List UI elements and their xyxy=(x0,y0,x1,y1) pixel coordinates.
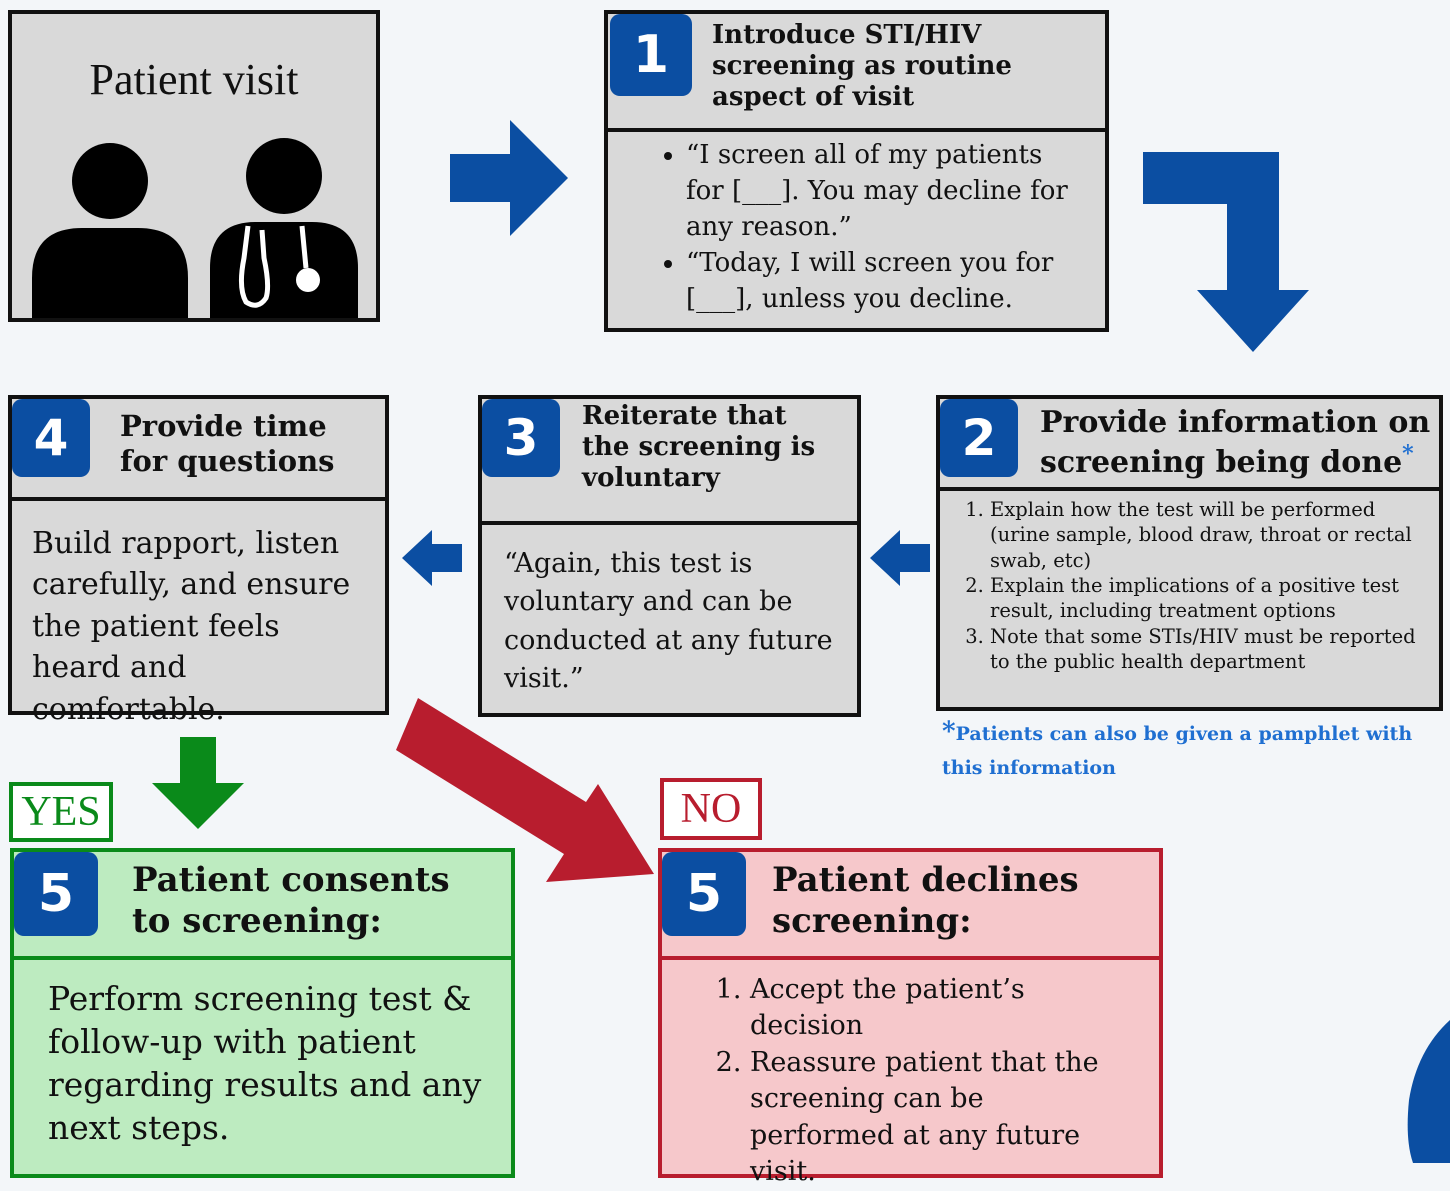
patient-visit-box: Patient visit xyxy=(8,10,380,322)
patient-visit-title: Patient visit xyxy=(89,55,299,104)
step1-header: 1 Introduce STI/HIV screening as routine… xyxy=(608,14,1105,132)
step1-bullet: “Today, I will screen you for [___], unl… xyxy=(686,246,1085,318)
yes-title: Patient consents to screening: xyxy=(132,860,450,941)
no-item: Reassure patient that the screening can … xyxy=(750,1045,1129,1191)
no-body: Accept the patient’s decision Reassure p… xyxy=(662,960,1159,1187)
step1-bullet: “I screen all of my patients for [___]. … xyxy=(686,138,1085,246)
yes-box: 5 Patient consents to screening: Perform… xyxy=(10,848,515,1178)
step2-title-text: Provide information on screening being d… xyxy=(1040,405,1431,480)
yes-header: 5 Patient consents to screening: xyxy=(14,852,511,960)
step3-badge: 3 xyxy=(482,399,560,477)
step4-badge: 4 xyxy=(12,399,90,477)
step3-title: Reiterate that the screening is voluntar… xyxy=(582,401,816,494)
corner-decoration xyxy=(1407,1020,1450,1163)
patient-doctor-icon xyxy=(32,138,358,318)
step4-body: Build rapport, listen carefully, and ens… xyxy=(32,526,351,727)
step2-item: Explain how the test will be performed (… xyxy=(990,497,1431,573)
step1-title: Introduce STI/HIV screening as routine a… xyxy=(712,20,1012,113)
arrow-step3-to-step4 xyxy=(402,530,462,586)
no-badge: 5 xyxy=(662,852,746,936)
step3-body: “Again, this test is voluntary and can b… xyxy=(504,548,833,694)
step1-badge: 1 xyxy=(610,14,692,96)
arrow-step2-to-step3 xyxy=(870,530,930,586)
yes-badge: 5 xyxy=(14,852,98,936)
step2-box: 2 Provide information on screening being… xyxy=(936,395,1443,711)
no-title: Patient declines screening: xyxy=(772,860,1079,941)
arrow-step4-to-yes xyxy=(152,737,244,829)
arrow-step4-to-no xyxy=(396,698,654,882)
stethoscope-icon xyxy=(238,225,320,308)
no-box: 5 Patient declines screening: Accept the… xyxy=(658,848,1163,1187)
step4-box: 4 Provide time for questions Build rappo… xyxy=(8,395,389,727)
step2-header: 2 Provide information on screening being… xyxy=(940,399,1439,491)
footnote-mark: * xyxy=(942,717,956,747)
step3-box: 3 Reiterate that the screening is volunt… xyxy=(478,395,861,717)
step2-item: Note that some STIs/HIV must be reported… xyxy=(990,624,1431,675)
yes-tag: YES xyxy=(9,782,113,842)
step2-body: Explain how the test will be performed (… xyxy=(940,491,1439,707)
step2-asterisk: * xyxy=(1402,441,1414,467)
step2-footnote: *Patients can also be given a pamphlet w… xyxy=(942,717,1442,780)
step2-item: Explain the implications of a positive t… xyxy=(990,573,1431,624)
step2-title: Provide information on screening being d… xyxy=(1040,405,1440,481)
step2-badge: 2 xyxy=(940,399,1018,477)
no-item: Accept the patient’s decision xyxy=(750,972,1129,1045)
step4-header: 4 Provide time for questions xyxy=(12,399,385,501)
footnote-text: Patients can also be given a pamphlet wi… xyxy=(942,723,1413,779)
step3-header: 3 Reiterate that the screening is volunt… xyxy=(482,399,857,525)
arrow-visit-to-step1 xyxy=(450,120,568,236)
no-header: 5 Patient declines screening: xyxy=(662,852,1159,960)
arrow-step1-to-step2 xyxy=(1143,152,1309,352)
yes-body: Perform screening test & follow-up with … xyxy=(48,979,482,1147)
no-tag: NO xyxy=(660,778,762,840)
step1-box: 1 Introduce STI/HIV screening as routine… xyxy=(604,10,1109,332)
step1-body: “I screen all of my patients for [___]. … xyxy=(608,132,1105,328)
step4-title: Provide time for questions xyxy=(120,409,335,478)
